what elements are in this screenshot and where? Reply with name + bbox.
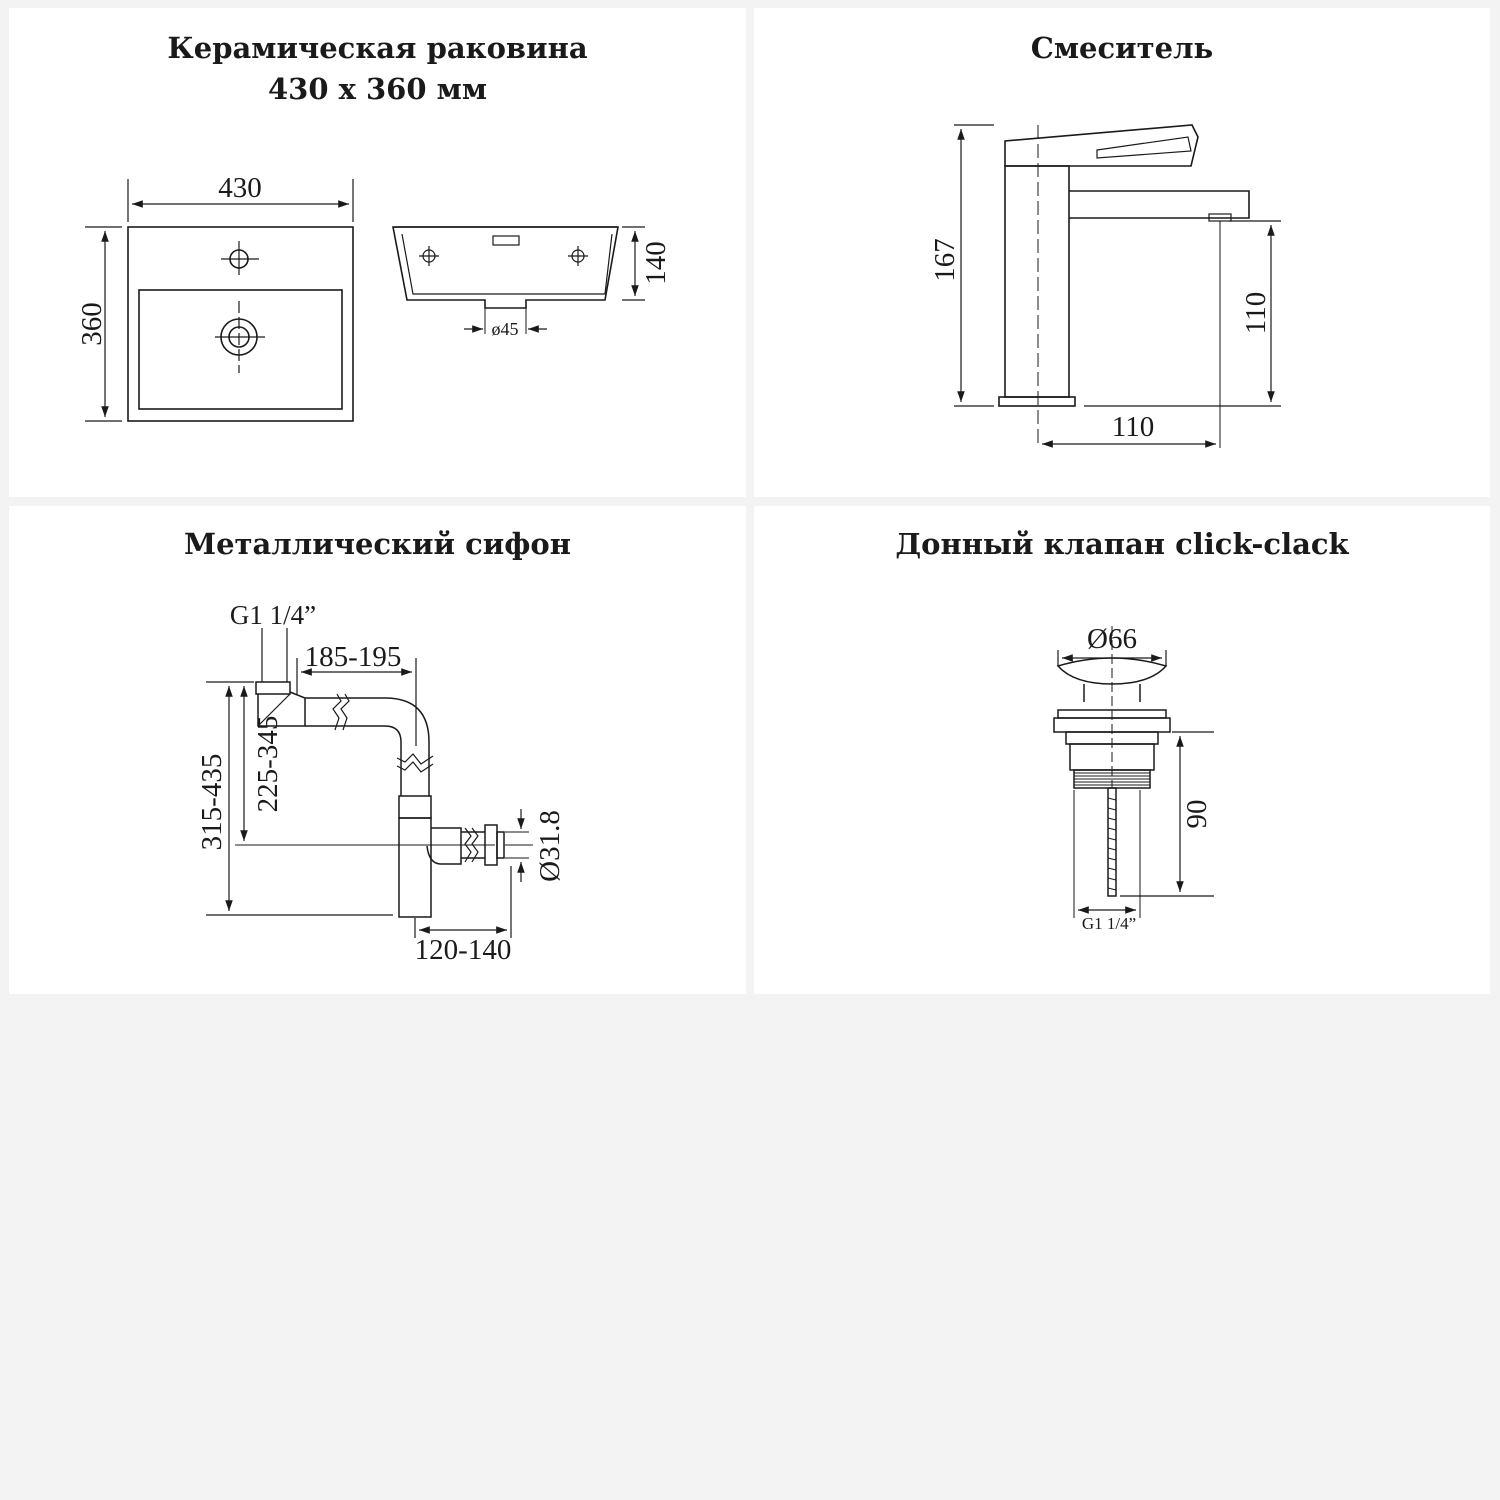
sink-top-outline <box>127 226 354 422</box>
faucet-height-label: 167 <box>929 238 961 282</box>
valve-thread-label: G1 1/4” <box>1082 914 1136 933</box>
siphon-outlet-diameter-label: Ø31.8 <box>534 810 566 882</box>
siphon-drawing: G1 1/4” 185-195 315-435 225-345 Ø31.8 12… <box>196 600 566 966</box>
faucet-title: Смеситель <box>1030 31 1214 65</box>
faucet-panel: Смеситель <box>754 8 1490 497</box>
siphon-bottle <box>398 817 432 918</box>
siphon-outlet-height-label: 225-345 <box>252 716 284 813</box>
faucet-spout-height-label: 110 <box>1240 292 1272 334</box>
faucet-reach-label: 110 <box>1112 411 1154 443</box>
sink-depth-label: 360 <box>76 302 108 346</box>
siphon-horizontal-pipe <box>305 697 430 796</box>
valve-panel: Донный клапан click-clack <box>754 506 1490 994</box>
sink-front-section <box>392 226 619 309</box>
faucet-spout <box>1069 190 1250 219</box>
siphon-panel: Металлический сифон <box>9 506 746 994</box>
sink-width-label: 430 <box>218 172 262 204</box>
sink-panel: Керамическая раковина 430 х 360 мм <box>9 8 746 497</box>
siphon-total-height-label: 315-435 <box>196 754 228 851</box>
valve-title: Донный клапан click-clack <box>895 527 1349 561</box>
sink-drain-label: ø45 <box>492 319 519 339</box>
sink-title-line2: 430 х 360 мм <box>267 72 488 106</box>
valve-height-label: 90 <box>1181 800 1213 829</box>
faucet-base <box>998 396 1076 407</box>
faucet-handle <box>1004 124 1199 167</box>
sink-height-label: 140 <box>640 241 672 285</box>
siphon-top-nut <box>255 681 291 695</box>
sink-bowl-outline <box>138 289 343 410</box>
faucet-drawing: 167 110 110 <box>929 124 1281 448</box>
siphon-thread-label: G1 1/4” <box>230 600 316 630</box>
siphon-depth-label: 120-140 <box>415 934 512 966</box>
sink-drawing: 430 360 140 ø45 <box>76 172 672 422</box>
siphon-title: Металлический сифон <box>184 527 571 561</box>
siphon-length-label: 185-195 <box>305 641 402 673</box>
faucet-body <box>1004 165 1070 398</box>
valve-drawing: Ø66 90 G1 1/4” <box>1053 623 1214 933</box>
sink-title: Керамическая раковина 430 х 360 мм <box>9 28 746 110</box>
sink-title-line1: Керамическая раковина <box>167 31 588 65</box>
valve-diameter-label: Ø66 <box>1087 623 1137 655</box>
